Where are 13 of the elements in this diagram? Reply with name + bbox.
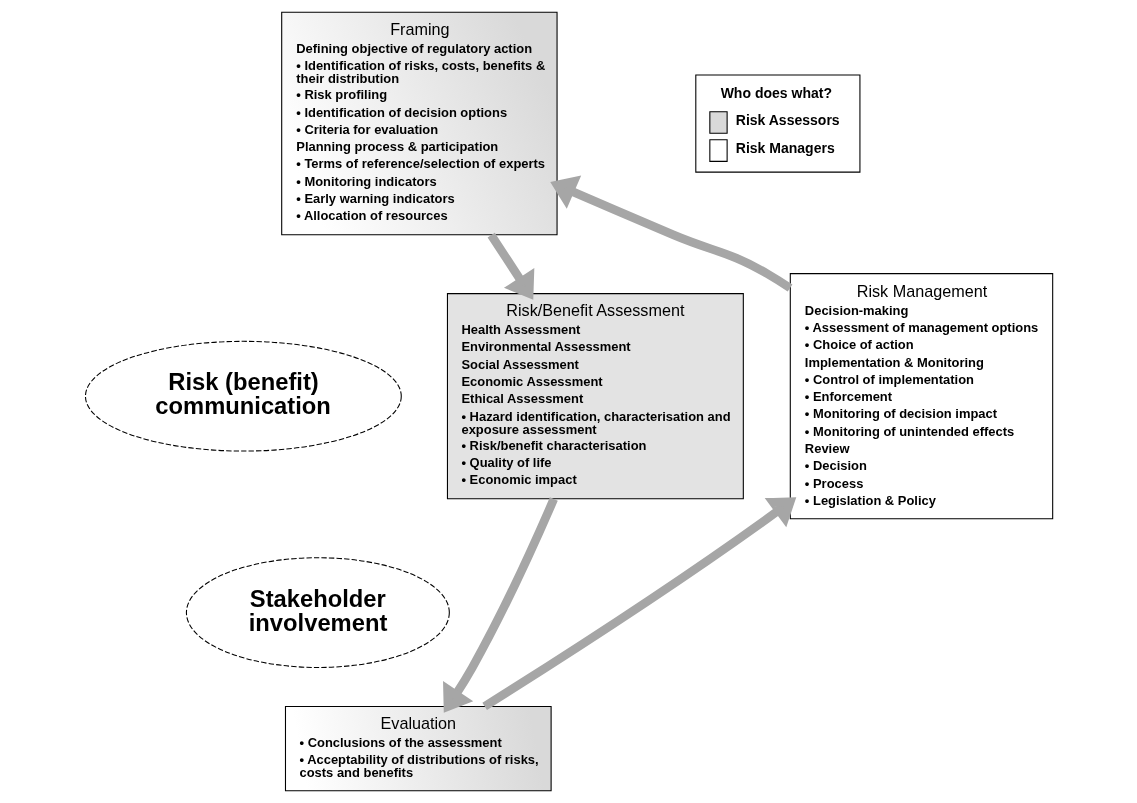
node-box: Risk Management Decision-making • Assessment of management options • Choice of action Implementation & Monitoring • Control of implementation • Enforcement • Monitoring of decision impact • Monitoring of unintended effects Review • Decision • Process • Legislation & Policy [789,273,1053,520]
legend-label: Risk Managers [735,140,835,157]
arrow [549,175,792,292]
legend-label: Risk Assessors [735,112,840,129]
arrow [481,497,796,710]
node-box: Risk/Benefit Assessment Health Assessment Environmental Assessment Social Assessment Economic Assessment Ethical Assessment • Hazard identification, characterisation and exposure assessment • Risk/benefit characterisation • Quality of life • Economic impact [446,293,744,500]
arrow [442,497,558,713]
label: Who does what? [720,85,832,102]
node-ellipse: Stakeholder involvement [185,557,450,668]
node-box: Evaluation • Conclusions of the assessment • Acceptability of distributions of risks, costs and benefits [284,705,552,792]
arrow [487,232,534,300]
node-ellipse: Risk (benefit) communication [84,340,402,452]
node-box: Framing Defining objective of regulatory action • Identification of risks, costs, benefits & their distribution • Risk profiling • Identification of decision options • Criteria for evaluation Planning process & participation • Terms of reference/selection of experts • Monitoring indicators • Early warning indicators • Allocation of resources [280,11,558,236]
